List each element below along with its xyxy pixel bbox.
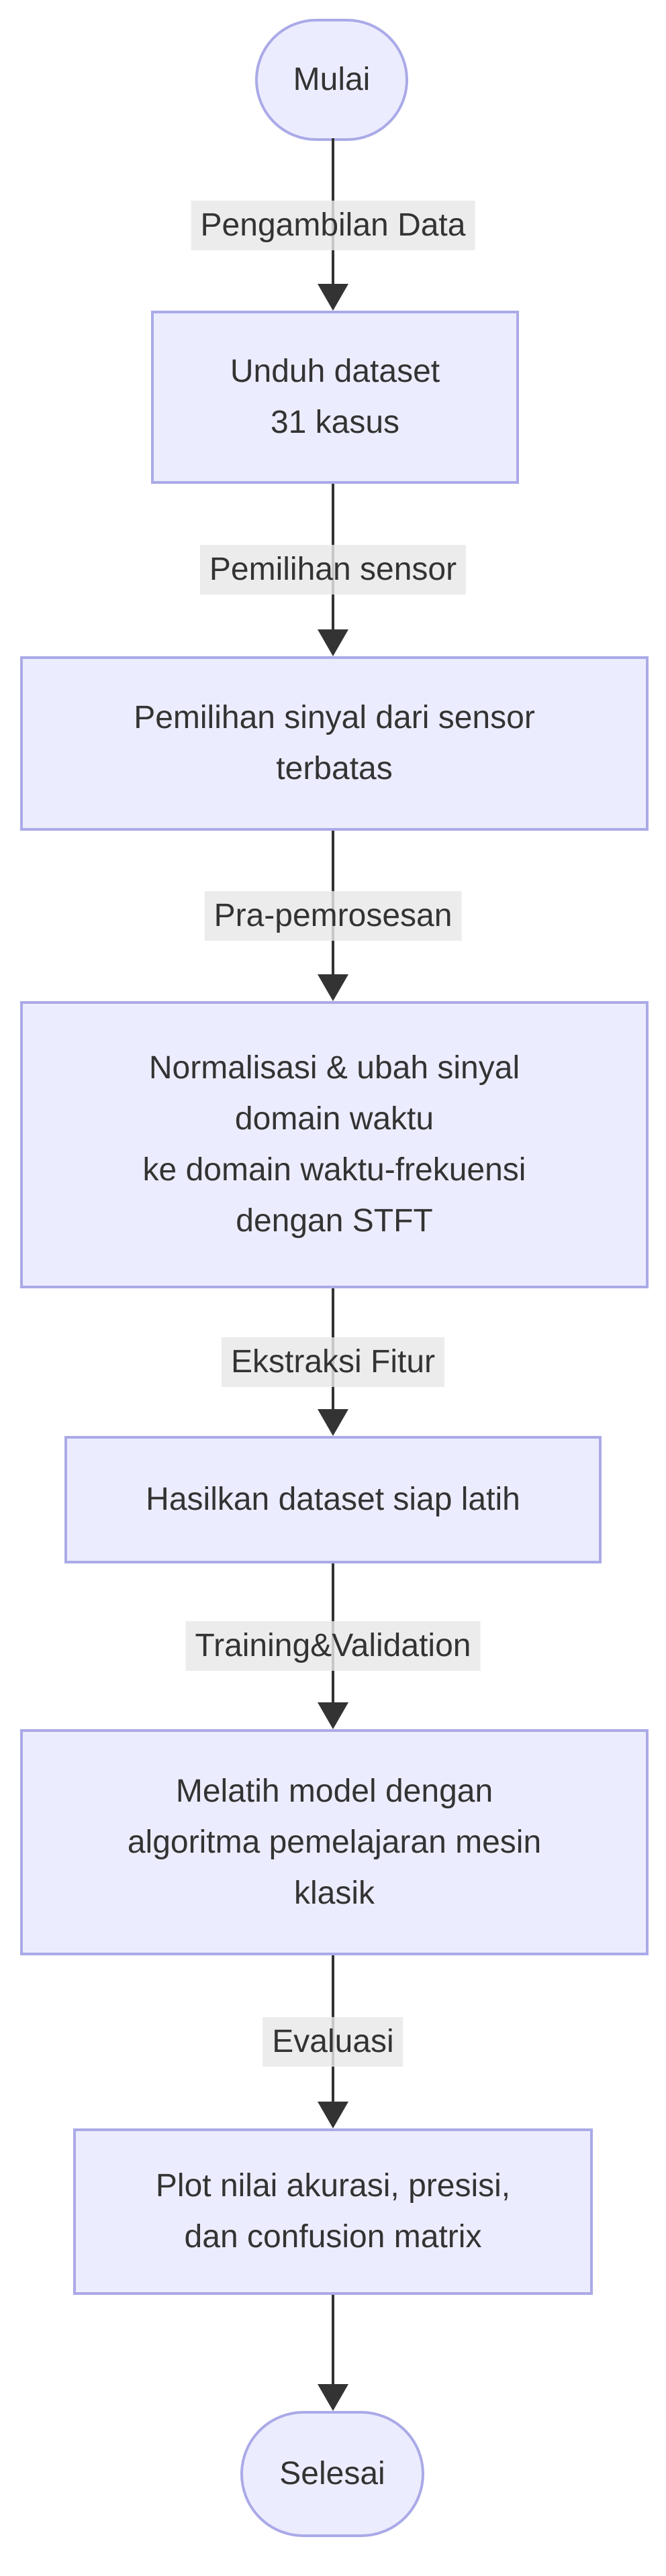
process-node-feature: Hasilkan dataset siap latih: [64, 1436, 602, 1563]
edge-label-pemilihan-sensor: Pemilihan sensor: [199, 545, 467, 595]
process-node-train-line: algoritma pemelajaran mesin: [127, 1824, 542, 1860]
process-node-sensor-select-line: terbatas: [276, 751, 393, 786]
process-node-train: Melatih model dengan algoritma pemelajar…: [20, 1729, 649, 1955]
process-node-preprocess-line: domain waktu: [234, 1101, 434, 1137]
process-node-preprocess-line: ke domain waktu-frekuensi: [142, 1152, 526, 1188]
arrowhead-icon: [318, 2384, 348, 2411]
process-node-sensor-select-line: Pemilihan sinyal dari sensor: [134, 700, 535, 735]
process-node-sensor-select: Pemilihan sinyal dari sensor terbatas: [20, 656, 649, 831]
process-node-preprocess-line: dengan STFT: [236, 1203, 433, 1239]
process-node-download-line: Unduh dataset: [230, 354, 440, 389]
process-node-download-line: 31 kasus: [270, 405, 400, 440]
edge-label-pengambilan-data: Pengambilan Data: [191, 201, 475, 250]
edge-label-pra-pemrosesan: Pra-pemrosesan: [204, 891, 462, 941]
process-node-preprocess: Normalisasi & ubah sinyal domain waktu k…: [20, 1001, 649, 1288]
edge-label-ekstraksi-fitur: Ekstraksi Fitur: [221, 1337, 445, 1387]
arrowhead-icon: [318, 629, 348, 656]
process-node-plot-line: Plot nilai akurasi, presisi,: [155, 2168, 511, 2204]
process-node-feature-line: Hasilkan dataset siap latih: [146, 1482, 520, 1517]
process-node-download: Unduh dataset 31 kasus: [151, 311, 519, 484]
process-node-preprocess-line: Normalisasi & ubah sinyal: [148, 1050, 520, 1086]
arrowhead-icon: [318, 2102, 348, 2128]
end-node: Selesai: [240, 2411, 424, 2537]
process-node-plot: Plot nilai akurasi, presisi, dan confusi…: [73, 2128, 593, 2295]
start-node-label: Mulai: [293, 62, 371, 97]
process-node-plot-line: dan confusion matrix: [184, 2219, 482, 2255]
arrowhead-icon: [318, 1409, 348, 1436]
process-node-train-line: klasik: [293, 1875, 375, 1911]
edge-label-evaluasi: Evaluasi: [263, 2017, 403, 2067]
arrowhead-icon: [318, 974, 348, 1001]
end-node-label: Selesai: [279, 2456, 385, 2491]
edge-label-training-validation: Training&Validation: [185, 1621, 481, 1671]
start-node: Mulai: [255, 19, 408, 141]
arrowhead-icon: [318, 1702, 348, 1729]
process-node-train-line: Melatih model dengan: [175, 1773, 493, 1809]
arrowhead-icon: [318, 284, 348, 311]
edge-to-end: [332, 2295, 334, 2386]
